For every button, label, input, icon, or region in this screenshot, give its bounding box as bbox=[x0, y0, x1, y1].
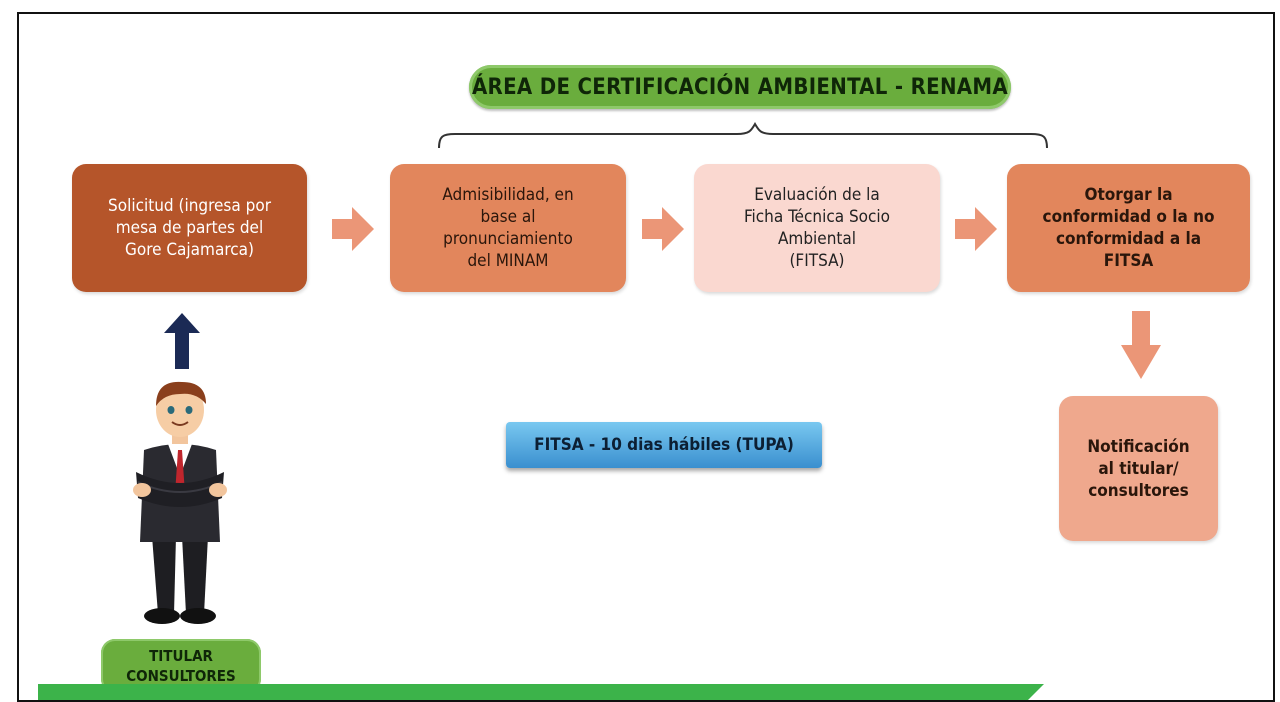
grouping-brace bbox=[438, 122, 1048, 149]
arrow-right-icon bbox=[955, 207, 997, 251]
arrow-up-icon bbox=[164, 313, 200, 369]
businessman-icon bbox=[133, 381, 227, 624]
step-notificacion: Notificación al titular/ consultores bbox=[1059, 396, 1218, 541]
area-title: ÁREA DE CERTIFICACIÓN AMBIENTAL - RENAMA bbox=[471, 74, 1009, 100]
step-otorgar-text: Otorgar la conformidad o la no conformid… bbox=[1042, 185, 1215, 271]
step-notificacion-text: Notificación al titular/ consultores bbox=[1087, 436, 1190, 501]
ground-stripe bbox=[38, 684, 1044, 700]
arrow-down-icon bbox=[1121, 311, 1161, 379]
arrow-right-icon bbox=[642, 207, 684, 251]
step-otorgar-conformidad: Otorgar la conformidad o la no conformid… bbox=[1007, 164, 1250, 292]
step-evaluacion: Evaluación de la Ficha Técnica Socio Amb… bbox=[694, 164, 940, 292]
step-solicitud: Solicitud (ingresa por mesa de partes de… bbox=[72, 164, 307, 292]
fitsa-duration-bar: FITSA - 10 dias hábiles (TUPA) bbox=[506, 422, 822, 468]
diagram-frame: ÁREA DE CERTIFICACIÓN AMBIENTAL - RENAMA… bbox=[17, 12, 1275, 702]
area-title-banner: ÁREA DE CERTIFICACIÓN AMBIENTAL - RENAMA bbox=[469, 65, 1011, 109]
step-evaluacion-text: Evaluación de la Ficha Técnica Socio Amb… bbox=[743, 185, 891, 271]
step-admisibilidad-text: Admisibilidad, en base al pronunciamient… bbox=[442, 185, 574, 271]
actor-label: TITULAR CONSULTORES bbox=[126, 647, 236, 685]
step-admisibilidad: Admisibilidad, en base al pronunciamient… bbox=[390, 164, 626, 292]
fitsa-duration-label: FITSA - 10 dias hábiles (TUPA) bbox=[534, 435, 794, 455]
arrow-right-icon bbox=[332, 207, 374, 251]
step-solicitud-text: Solicitud (ingresa por mesa de partes de… bbox=[108, 196, 271, 260]
